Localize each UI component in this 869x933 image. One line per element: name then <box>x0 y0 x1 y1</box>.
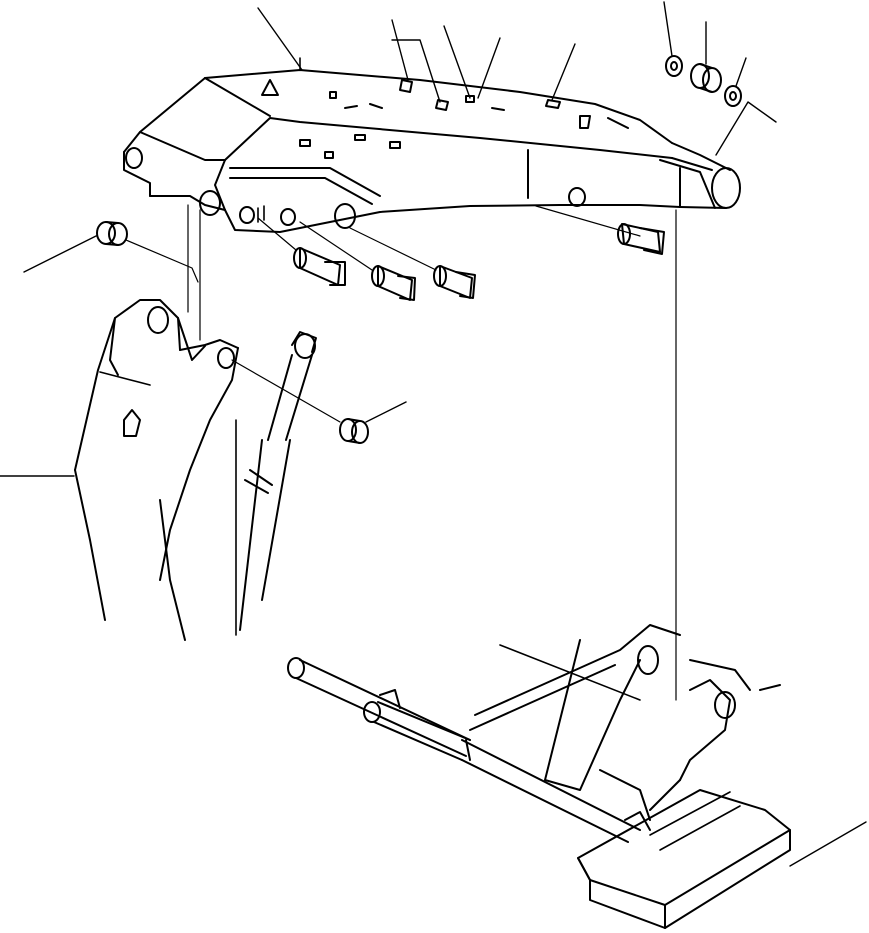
leader-line <box>257 7 303 71</box>
pin-left <box>293 247 346 286</box>
leader-line <box>551 43 576 101</box>
leader-line <box>391 19 409 81</box>
leader-line <box>663 1 673 57</box>
ring-top-1 <box>665 55 683 77</box>
leader-line <box>789 821 867 867</box>
pin-middle <box>371 265 416 301</box>
assembly-line <box>349 227 437 271</box>
pin-far-right <box>617 223 665 255</box>
bushing-left <box>96 221 128 246</box>
arm-pivot-end <box>125 147 586 229</box>
pin-right <box>433 265 476 299</box>
leader-line <box>365 401 407 423</box>
assembly-line <box>125 239 199 283</box>
base-frame <box>469 624 781 821</box>
leader-line <box>443 25 471 99</box>
boom-bracket <box>74 299 239 641</box>
assembly-line <box>257 217 297 251</box>
assembly-line <box>299 221 373 271</box>
bushing-center <box>339 418 369 444</box>
mounting-plate <box>577 789 791 929</box>
leader-line <box>477 37 501 99</box>
assembly-line <box>535 205 641 237</box>
arm-body <box>123 57 681 233</box>
tilt-cylinder <box>363 689 651 843</box>
ring-top-2 <box>724 85 742 107</box>
arm-head-end <box>659 142 741 209</box>
assembly-lines <box>125 204 677 701</box>
bushing-top <box>690 63 722 93</box>
leader-line <box>715 101 777 156</box>
linkage-rod <box>287 657 471 761</box>
leader-line <box>23 235 97 273</box>
assembly-line <box>231 359 341 423</box>
hydraulic-cylinder <box>235 331 317 636</box>
leader-line <box>391 39 441 103</box>
leader-line <box>735 57 747 87</box>
leader-lines <box>0 1 867 867</box>
